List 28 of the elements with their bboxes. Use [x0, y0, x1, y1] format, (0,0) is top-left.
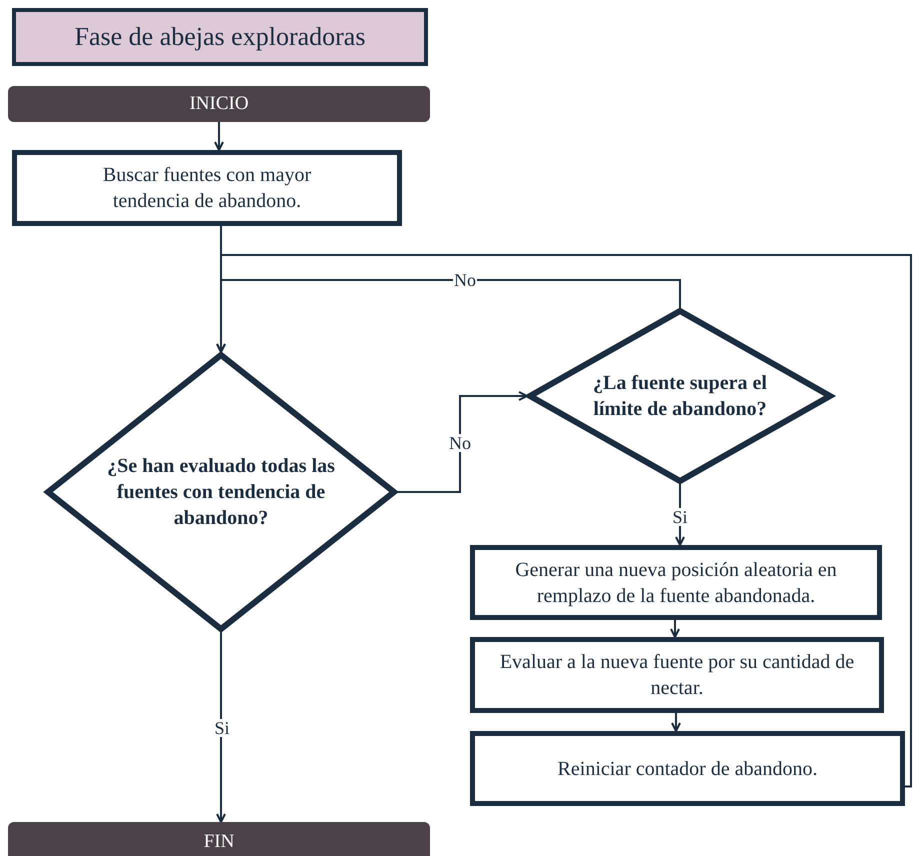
node-label: Generar una nueva posición aleatoria en remplazo de la fuente abandonada. — [514, 558, 838, 608]
node-label: Reiniciar contador de abandono. — [558, 756, 818, 782]
connector-arrow — [671, 713, 681, 732]
edge-label: Si — [672, 508, 688, 526]
node-label: ¿Se han evaluado todas las fuentes con tendencia de abandono? — [106, 454, 336, 531]
process-box — [470, 637, 884, 713]
edge-label: No — [448, 434, 472, 452]
node-label: INICIO — [189, 93, 249, 115]
terminal-bar — [8, 822, 430, 856]
terminal-bar — [8, 86, 430, 122]
edge-label: Si — [214, 719, 230, 737]
decision-diamond — [527, 308, 833, 484]
process-box — [470, 731, 905, 806]
decision-diamond — [45, 352, 397, 632]
edge-label: No — [453, 271, 477, 289]
connector-arrow — [216, 254, 912, 788]
connector-arrow — [216, 632, 226, 823]
node-label: ¿La fuente supera el límite de abandono? — [592, 371, 768, 422]
node-label: Evaluar a la nueva fuente por su cantidad de nectar. — [498, 650, 856, 701]
connector-arrow — [670, 620, 680, 638]
node-label: Buscar fuentes con mayor tendencia de abandono. — [102, 163, 312, 214]
process-box — [470, 545, 882, 620]
process-box — [12, 150, 402, 226]
node-label: Fase de abejas exploradoras — [74, 22, 366, 52]
node-label: FIN — [204, 831, 234, 853]
connector-arrow — [397, 391, 528, 493]
connector-arrow — [214, 122, 224, 151]
title-box — [12, 8, 428, 66]
